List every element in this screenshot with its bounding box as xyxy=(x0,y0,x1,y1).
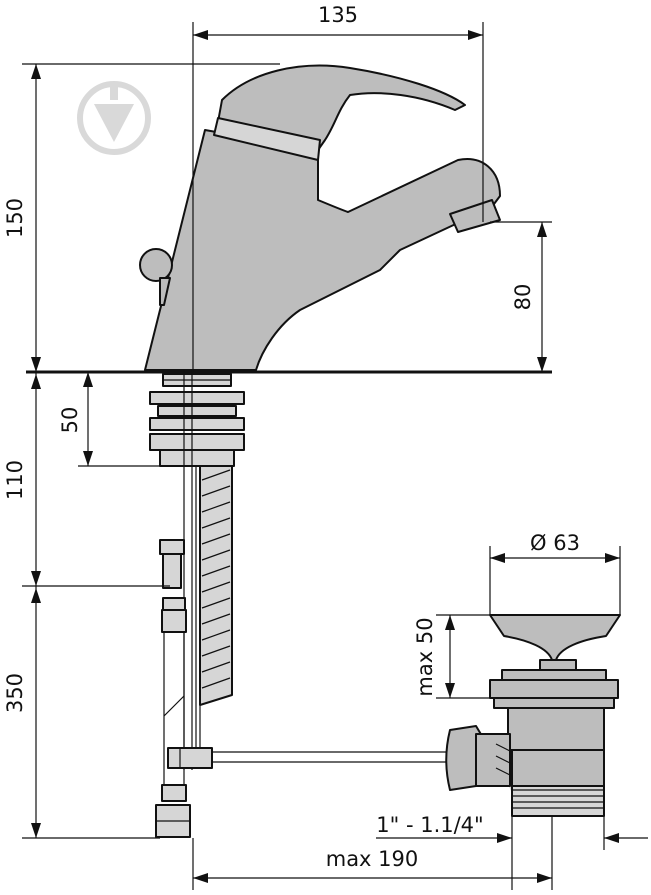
dim-80-label: 80 xyxy=(511,284,535,311)
dim-diameter-label: Ø 63 xyxy=(530,531,580,555)
dim-350-label: 350 xyxy=(3,673,27,713)
mounting-assembly xyxy=(149,370,450,838)
dim-135-label: 135 xyxy=(318,3,358,27)
drain-assembly xyxy=(445,614,621,817)
dim-max50-label: max 50 xyxy=(413,617,437,696)
dim-110-label: 110 xyxy=(3,460,27,500)
dim-thread-label: 1" - 1.1/4" xyxy=(376,813,483,837)
dim-50-label: 50 xyxy=(58,407,82,434)
dim-150-label: 150 xyxy=(3,198,27,238)
watermark-top-icon xyxy=(77,81,151,155)
dimension-lines xyxy=(22,22,648,890)
dim-max190-label: max 190 xyxy=(326,847,419,871)
faucet-body xyxy=(139,64,501,371)
